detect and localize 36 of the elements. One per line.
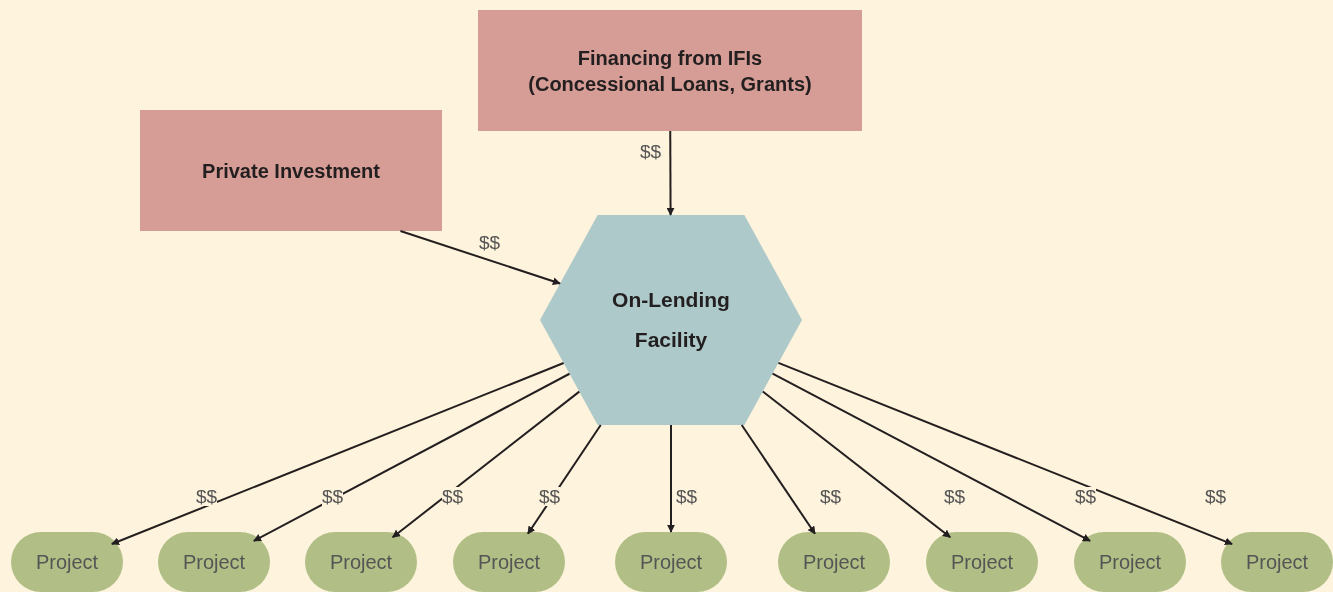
node-label: Project	[639, 549, 703, 575]
arrow	[391, 390, 581, 539]
node-label: Project	[950, 549, 1014, 575]
arrow	[110, 362, 565, 546]
node-label: Project	[182, 549, 246, 575]
edge-label: $$	[1075, 487, 1097, 506]
edge-label: $$	[640, 142, 662, 161]
node-label: On-Lending Facility	[611, 287, 731, 353]
source-box	[140, 110, 442, 231]
arrow	[761, 390, 952, 539]
node-label: Private Investment	[201, 158, 381, 184]
arrow	[740, 424, 816, 535]
edge-label: $$	[539, 487, 561, 506]
node-label: Project	[802, 549, 866, 575]
arrow	[777, 361, 1234, 546]
arrow	[666, 130, 675, 216]
edge-label: $$	[322, 487, 344, 506]
node-label: Project	[477, 549, 541, 575]
edge-label: $$	[479, 233, 501, 252]
arrow	[526, 424, 602, 535]
edge-label: $$	[676, 487, 698, 506]
edge-label: $$	[944, 487, 966, 506]
arrow	[667, 424, 675, 533]
node-label: Project	[329, 549, 393, 575]
source-box	[478, 10, 862, 131]
node-label: Project	[35, 549, 99, 575]
arrow	[252, 372, 571, 542]
edge-label: $$	[196, 487, 218, 506]
arrow	[399, 230, 562, 286]
node-label: Project	[1098, 549, 1162, 575]
edge-label: $$	[1205, 487, 1227, 506]
arrow	[771, 372, 1092, 542]
node-label: Financing from IFIs (Concessional Loans, Grants)	[527, 45, 813, 97]
edge-label: $$	[442, 487, 464, 506]
node-label: Project	[1245, 549, 1309, 575]
edge-label: $$	[820, 487, 842, 506]
